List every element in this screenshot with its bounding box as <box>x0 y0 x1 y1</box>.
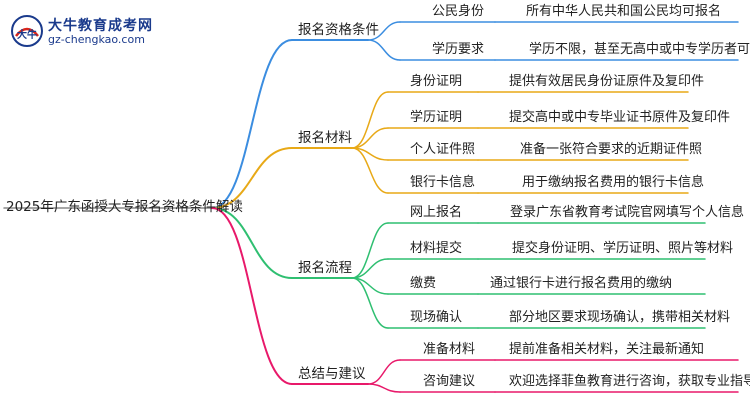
site-logo: 大牛 大牛教育成考网 gz-chengkao.com <box>10 14 170 50</box>
branch-connector <box>211 207 293 279</box>
item-detail: 提交高中或中专毕业证书原件及复印件 <box>509 110 731 125</box>
item-connector <box>351 147 389 194</box>
item-connector <box>367 21 401 41</box>
branch-label: 总结与建议 <box>298 366 366 382</box>
item-label: 网上报名 <box>410 205 463 220</box>
item-label: 准备材料 <box>423 342 476 357</box>
item-label: 缴费 <box>410 276 437 291</box>
item-detail: 部分地区要求现场确认，携带相关材料 <box>509 310 731 325</box>
item-detail: 提供有效居民身份证原件及复印件 <box>509 74 705 89</box>
logo-url: gz-chengkao.com <box>48 33 145 46</box>
item-connector <box>351 127 389 149</box>
item-label: 公民身份 <box>432 4 485 19</box>
branch-connector <box>211 147 293 209</box>
logo-mark-text: 大牛 <box>17 28 37 41</box>
item-label: 材料提交 <box>410 241 463 256</box>
item-detail: 通过银行卡进行报名费用的缴纳 <box>490 276 673 291</box>
item-detail: 所有中华人民共和国公民均可报名 <box>526 4 722 19</box>
item-connector <box>367 39 401 61</box>
item-label: 银行卡信息 <box>410 175 476 190</box>
item-detail: 准备一张符合要求的近期证件照 <box>520 142 703 157</box>
item-label: 身份证明 <box>410 74 463 89</box>
item-label: 咨询建议 <box>423 374 476 389</box>
item-connector <box>367 359 401 385</box>
item-connector <box>351 258 389 279</box>
item-label: 个人证件照 <box>410 142 476 157</box>
branch-label: 报名资格条件 <box>298 22 379 38</box>
item-connector <box>351 91 389 149</box>
item-label: 学历证明 <box>410 110 463 125</box>
branch-label: 报名材料 <box>298 130 352 146</box>
item-connector <box>351 222 389 279</box>
branch-label: 报名流程 <box>298 260 352 276</box>
root-node: 2025年广东函授大专报名资格条件解读 <box>6 199 243 215</box>
item-detail: 欢迎选择菲鱼教育进行咨询，获取专业指导 <box>509 374 750 389</box>
branch-connector <box>211 207 293 385</box>
item-connector <box>351 277 389 329</box>
item-label: 现场确认 <box>410 310 463 325</box>
item-detail: 登录广东省教育考试院官网填写个人信息 <box>510 205 745 220</box>
logo-mark-icon: 大牛 <box>11 15 43 47</box>
item-label: 学历要求 <box>432 42 485 57</box>
branch-connector <box>211 39 293 209</box>
item-detail: 用于缴纳报名费用的银行卡信息 <box>522 175 705 190</box>
logo-title: 大牛教育成考网 <box>48 18 153 34</box>
item-connector <box>367 383 401 393</box>
item-detail: 提前准备相关材料，关注最新通知 <box>509 342 705 357</box>
item-detail: 提交身份证明、学历证明、照片等材料 <box>512 241 734 256</box>
